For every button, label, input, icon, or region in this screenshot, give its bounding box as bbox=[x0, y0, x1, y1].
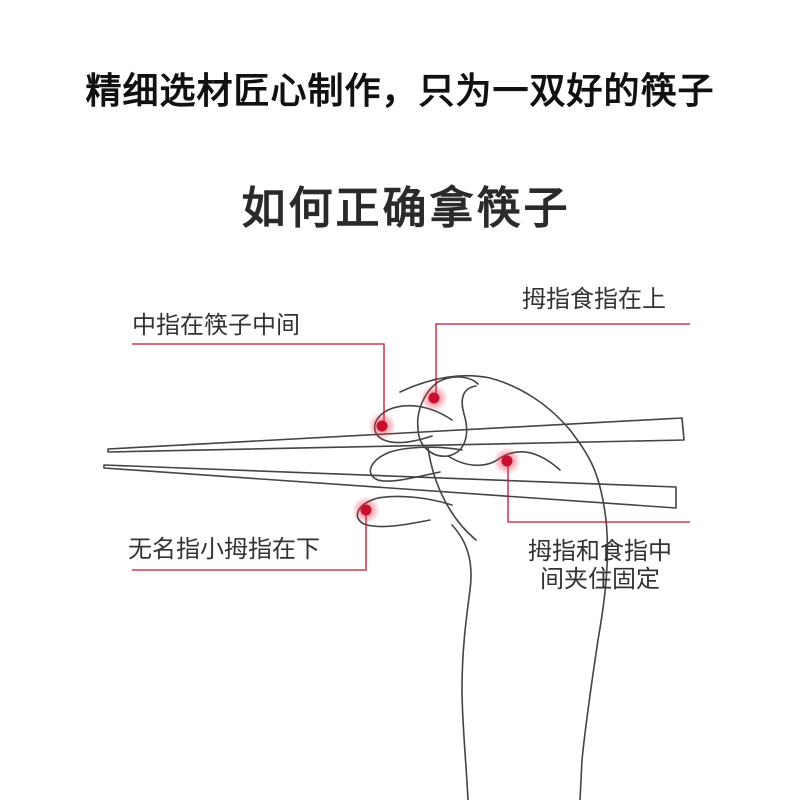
label-thumb-index-hold-line1: 拇指和食指中 bbox=[528, 537, 672, 565]
label-thumb-index-top: 拇指食指在上 bbox=[522, 285, 666, 313]
ring-finger-marker bbox=[352, 496, 380, 524]
middle-finger-marker bbox=[368, 412, 396, 440]
thumb-marker bbox=[493, 447, 521, 475]
upper-chopstick bbox=[107, 417, 685, 453]
diagram-title: 如何正确拿筷子 bbox=[241, 183, 571, 234]
headline: 精细选材匠心制作，只为一双好的筷子 bbox=[85, 70, 715, 112]
label-ring-pinky-bottom: 无名指小拇指在下 bbox=[128, 535, 320, 563]
callout-lines bbox=[132, 323, 690, 571]
label-thumb-index-hold: 拇指和食指中 间夹住固定 bbox=[528, 537, 672, 593]
lower-chopstick bbox=[103, 464, 677, 509]
label-thumb-index-hold-line2: 间夹住固定 bbox=[540, 564, 660, 593]
label-middle-finger: 中指在筷子中间 bbox=[132, 311, 300, 339]
index-finger-marker bbox=[420, 384, 448, 412]
